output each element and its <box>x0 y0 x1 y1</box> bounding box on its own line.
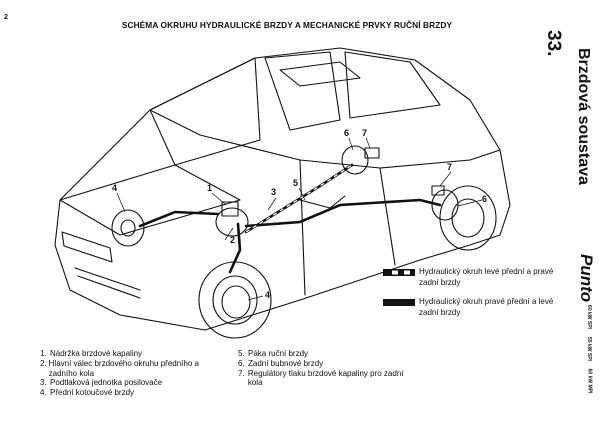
callout-label: 5 <box>293 178 299 188</box>
dashed-line-swatch <box>383 269 415 276</box>
car-roof-outline <box>149 47 511 236</box>
legend-entry: Hydraulický okruh levé přední a pravé za… <box>383 266 569 288</box>
callout-label: 3 <box>271 187 277 197</box>
hydraulic-line-rear <box>244 198 442 228</box>
car-hood <box>59 164 241 236</box>
callout-label: 1 <box>207 183 213 193</box>
car-rear-window <box>344 51 441 119</box>
callout-label: 7 <box>362 128 368 138</box>
list-item: 1.Nádržka brzdové kapaliny <box>40 349 143 358</box>
car-windshield <box>149 57 261 166</box>
car-side-window <box>264 51 341 131</box>
callout-label: 2 <box>230 235 236 245</box>
front-disc-brake-right <box>221 285 251 319</box>
parts-list-right: 5.Páka ruční brzdy 6.Zadní bubnové brzdy… <box>238 349 418 388</box>
page-title: SCHÉMA OKRUHU HYDRAULICKÉ BRZDY A MECHAN… <box>121 20 453 30</box>
parts-list-left: 1.Nádržka brzdové kapaliny 2.Hlavní vále… <box>40 349 220 398</box>
callout-label: 6 <box>344 128 350 138</box>
car-door-line <box>299 159 306 296</box>
list-item: 3.Podtlaková jednotka posilovače <box>40 378 163 388</box>
callout-label: 7 <box>447 162 453 172</box>
list-item: 2.Hlavní válec brzdového okruhu předního… <box>40 358 199 378</box>
callout-label: 4 <box>265 290 271 300</box>
car-headlight <box>61 231 113 263</box>
rear-wheel <box>439 185 497 251</box>
car-grille <box>74 267 141 291</box>
solid-line-swatch <box>383 299 415 306</box>
brake-fluid-reservoir <box>221 201 239 217</box>
car-front-outline <box>54 199 206 331</box>
hydraulic-line-front-left <box>138 210 220 228</box>
rear-drum-brake-right <box>431 189 459 221</box>
callout-label: 4 <box>112 183 118 193</box>
hydraulic-line-front-right <box>228 222 242 274</box>
list-item: 6.Zadní bubnové brzdy <box>238 358 324 368</box>
rear-drum-brake-left <box>341 145 369 175</box>
car-door-line <box>379 167 396 266</box>
pressure-regulator <box>364 147 380 159</box>
pressure-regulator <box>431 185 445 196</box>
list-item: 4.Přední kotoučové brzdy <box>40 388 135 398</box>
callout-label: 6 <box>482 194 488 204</box>
front-disc-brake-left <box>111 209 145 247</box>
page-number: 2 <box>4 14 8 21</box>
legend-entry: Hydraulický okruh pravé přední a levé za… <box>383 296 569 318</box>
car-side-sill <box>204 234 501 331</box>
car-bumper <box>77 275 141 299</box>
list-item: 7.Regulátory tlaku brzdové kapaliny pro … <box>238 368 404 388</box>
front-wheel <box>198 261 272 339</box>
list-item: 5.Páka ruční brzdy <box>238 349 309 358</box>
brake-booster <box>215 207 249 237</box>
car-sunroof <box>279 61 361 87</box>
